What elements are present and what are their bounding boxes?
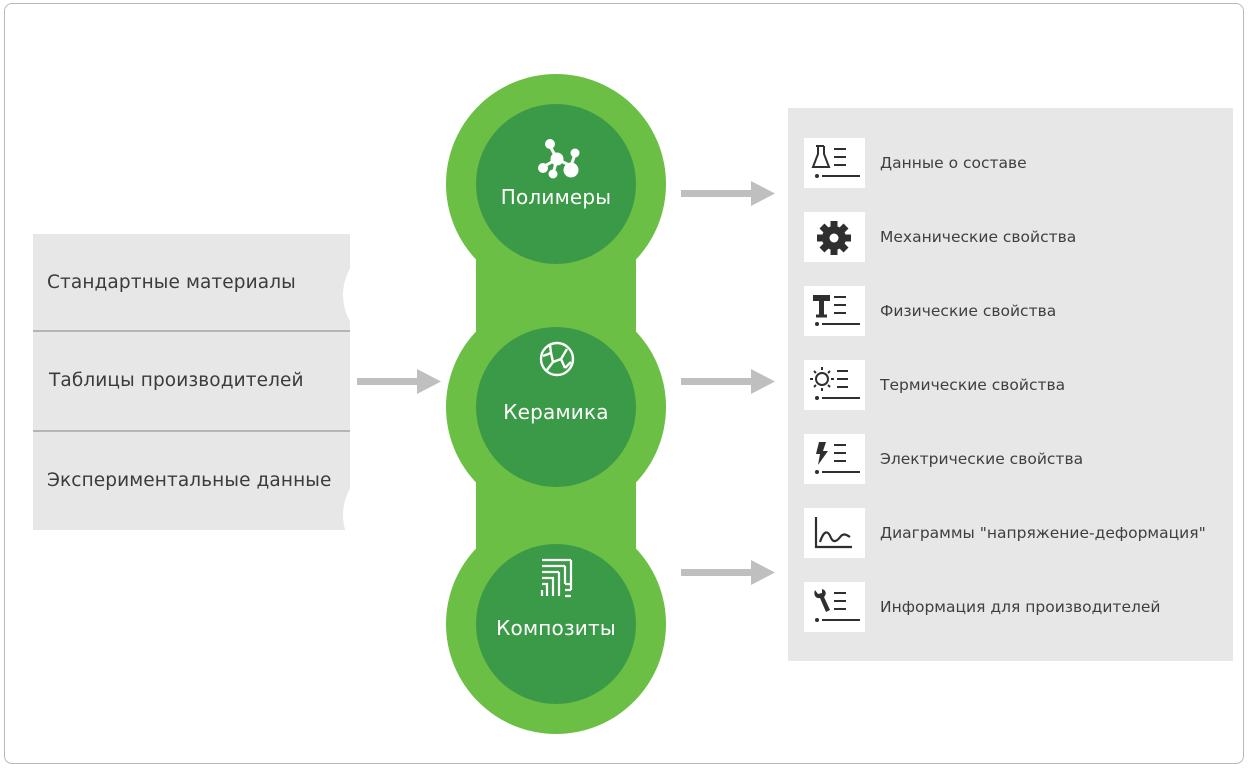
property-label-mechanical: Механические свойства [880,228,1077,246]
gear-icon [804,212,865,262]
property-item: Механические свойства [804,212,1229,262]
arrows [357,181,775,585]
properties-panel: Данные о составе Механические свойства [788,108,1233,661]
wrench-list-icon [804,582,865,632]
ceramic-crackle-icon [539,341,575,377]
divider [33,430,350,432]
category-label-polymers: Полимеры [500,185,612,209]
flask-list-icon [804,138,865,188]
arrow-polymers-to-properties [681,181,775,206]
property-label-composition: Данные о составе [880,154,1027,172]
sun-list-icon [804,360,865,410]
arrow-sources-to-ceramics [357,369,441,394]
category-blob-diagram [343,74,775,734]
diagram-frame: Стандартные материалы Таблицы производит… [4,3,1244,764]
property-item: Физические свойства [804,286,1229,336]
property-item: Электрические свойства [804,434,1229,484]
source-item-experimental-data: Экспериментальные данные [47,470,332,491]
arrow-ceramics-to-properties [681,369,775,394]
property-label-manufacturer-info: Информация для производителей [880,598,1161,616]
arrow-composites-to-properties [681,560,775,585]
polymers-circle [476,104,636,264]
sources-panel: Стандартные материалы Таблицы производит… [33,234,350,530]
lightning-list-icon [804,434,865,484]
blob-waist-cutouts [343,242,769,568]
molecule-icon [538,139,580,179]
source-item-manufacturer-tables: Таблицы производителей [49,370,304,391]
composite-weave-icon [540,558,573,598]
property-label-electrical: Электрические свойства [880,450,1084,468]
category-label-composites: Композиты [496,616,616,640]
property-label-stress-strain: Диаграммы "напряжение-деформация" [880,524,1206,542]
category-label-ceramics: Керамика [503,400,609,424]
divider [33,330,350,332]
composites-circle [476,544,636,704]
property-item: Диаграммы "напряжение-деформация" [804,508,1229,558]
property-label-thermal: Термические свойства [880,376,1066,394]
property-item: Информация для производителей [804,582,1229,632]
ceramics-circle [476,327,636,487]
stress-strain-chart-icon [804,508,865,558]
property-item: Термические свойства [804,360,1229,410]
property-item: Данные о составе [804,138,1229,188]
hammer-list-icon [804,286,865,336]
property-label-physical: Физические свойства [880,302,1057,320]
source-item-standard-materials: Стандартные материалы [47,272,296,293]
